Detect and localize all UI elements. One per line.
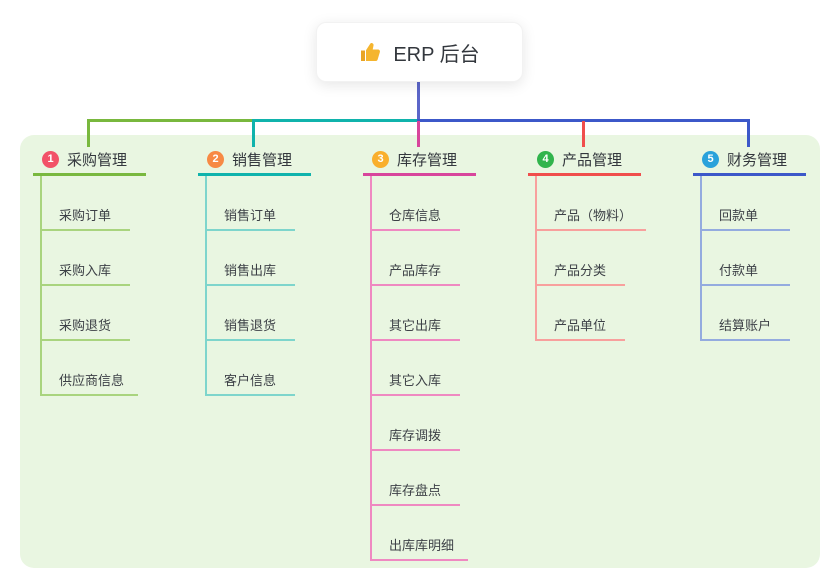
child-node[interactable]: 付款单 [702, 231, 790, 286]
child-label: 产品库存 [389, 263, 442, 278]
branch-drop-line [87, 121, 90, 147]
branch-label: 产品管理 [562, 152, 623, 169]
child-node[interactable]: 回款单 [702, 176, 790, 231]
branch-label: 库存管理 [397, 152, 458, 169]
child-node[interactable]: 出库库明细 [372, 506, 469, 561]
child-label: 出库库明细 [389, 538, 455, 553]
child-label: 产品（物料） [554, 208, 633, 223]
branch-label: 销售管理 [232, 152, 293, 169]
branch-node[interactable]: 3 库存管理 [363, 146, 476, 176]
child-node[interactable]: 结算账户 [702, 286, 790, 341]
child-label: 销售订单 [224, 208, 277, 223]
branch-column: 3 库存管理 仓库信息产品库存其它出库其它入库库存调拨库存盘点出库库明细 [363, 146, 476, 561]
branch-node[interactable]: 1 采购管理 [33, 146, 146, 176]
branch-number-badge: 4 [537, 151, 554, 168]
branch-number-badge: 2 [207, 151, 224, 168]
child-node[interactable]: 其它入库 [372, 341, 460, 396]
branch-drop-line [582, 121, 585, 147]
child-node[interactable]: 库存调拨 [372, 396, 460, 451]
child-node[interactable]: 供应商信息 [42, 341, 139, 396]
child-label: 产品单位 [554, 318, 607, 333]
branch-children: 回款单付款单结算账户 [700, 176, 790, 341]
branch-number-badge: 5 [702, 151, 719, 168]
branch-children: 采购订单采购入库采购退货供应商信息 [40, 176, 139, 396]
child-label: 供应商信息 [59, 373, 125, 388]
thumbs-up-icon [359, 40, 383, 64]
branch-drop-line [417, 121, 420, 147]
child-label: 产品分类 [554, 263, 607, 278]
child-node[interactable]: 产品单位 [537, 286, 625, 341]
root-node[interactable]: ERP 后台 [316, 22, 523, 82]
child-label: 客户信息 [224, 373, 277, 388]
branch-label: 采购管理 [67, 152, 128, 169]
child-label: 结算账户 [719, 318, 772, 333]
child-label: 采购订单 [59, 208, 112, 223]
child-label: 库存盘点 [389, 483, 442, 498]
branch-node[interactable]: 2 销售管理 [198, 146, 311, 176]
child-node[interactable]: 销售订单 [207, 176, 295, 231]
branch-column: 1 采购管理 采购订单采购入库采购退货供应商信息 [33, 146, 146, 396]
branch-number-badge: 3 [372, 151, 389, 168]
child-node[interactable]: 客户信息 [207, 341, 295, 396]
child-label: 付款单 [719, 263, 759, 278]
child-label: 其它出库 [389, 318, 442, 333]
child-label: 采购退货 [59, 318, 112, 333]
branch-drop-line [252, 121, 255, 147]
branch-children: 仓库信息产品库存其它出库其它入库库存调拨库存盘点出库库明细 [370, 176, 469, 561]
child-label: 销售退货 [224, 318, 277, 333]
child-node[interactable]: 产品（物料） [537, 176, 647, 231]
root-label: ERP 后台 [393, 43, 480, 66]
child-node[interactable]: 采购入库 [42, 231, 130, 286]
child-node[interactable]: 仓库信息 [372, 176, 460, 231]
branch-drop-line [747, 121, 750, 147]
branch-children: 销售订单销售出库销售退货客户信息 [205, 176, 295, 396]
bus-segment [252, 119, 420, 122]
child-node[interactable]: 产品分类 [537, 231, 625, 286]
branch-column: 5 财务管理 回款单付款单结算账户 [693, 146, 806, 341]
branch-node[interactable]: 4 产品管理 [528, 146, 641, 176]
branch-label: 财务管理 [727, 152, 788, 169]
child-node[interactable]: 产品库存 [372, 231, 460, 286]
branch-column: 4 产品管理 产品（物料） 产品分类产品单位 [528, 146, 647, 341]
branch-column: 2 销售管理 销售订单销售出库销售退货客户信息 [198, 146, 311, 396]
child-node[interactable]: 采购订单 [42, 176, 130, 231]
child-label: 回款单 [719, 208, 759, 223]
root-connector-line [417, 82, 420, 122]
branch-number-badge: 1 [42, 151, 59, 168]
child-label: 其它入库 [389, 373, 442, 388]
child-label: 采购入库 [59, 263, 112, 278]
child-node[interactable]: 库存盘点 [372, 451, 460, 506]
branches-panel [20, 135, 820, 568]
child-label: 仓库信息 [389, 208, 442, 223]
branch-children: 产品（物料） 产品分类产品单位 [535, 176, 647, 341]
child-node[interactable]: 采购退货 [42, 286, 130, 341]
child-node[interactable]: 销售退货 [207, 286, 295, 341]
branch-node[interactable]: 5 财务管理 [693, 146, 806, 176]
child-label: 销售出库 [224, 263, 277, 278]
child-node[interactable]: 其它出库 [372, 286, 460, 341]
child-node[interactable]: 销售出库 [207, 231, 295, 286]
bus-segment [417, 119, 750, 122]
child-label: 库存调拨 [389, 428, 442, 443]
bus-segment [87, 119, 255, 122]
